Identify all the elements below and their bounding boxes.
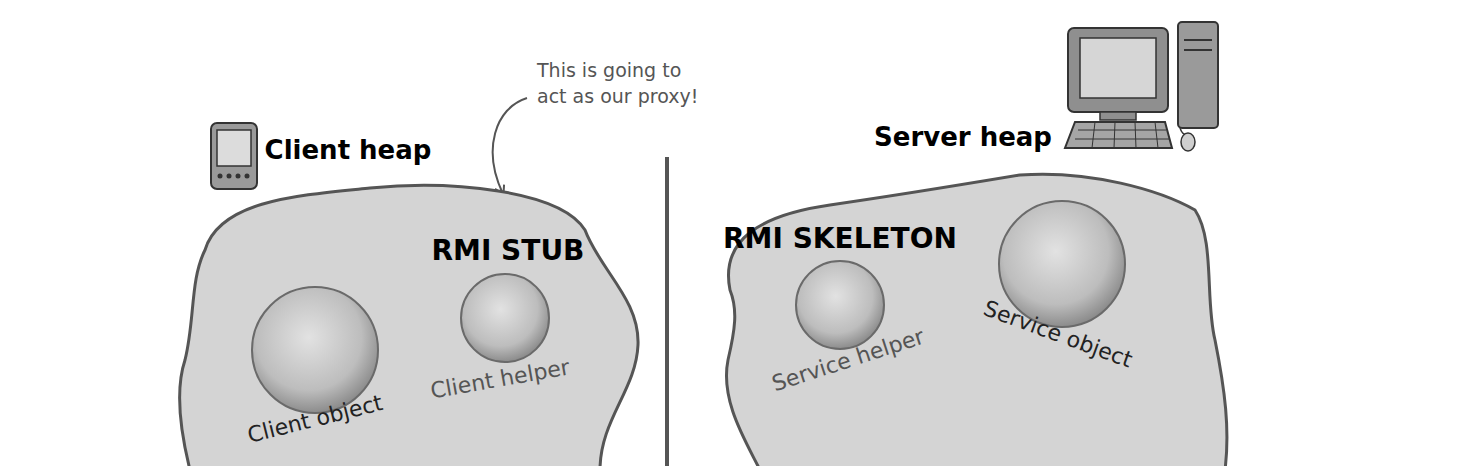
object-circle: Service object (997, 199, 1127, 329)
object-circle: Client object (250, 285, 380, 415)
helper-circle: RMI SKELETONService helper (794, 259, 886, 351)
helper-circle: RMI STUBClient helper (459, 272, 551, 364)
circle-outline (794, 259, 886, 351)
circle-outline (459, 272, 551, 364)
pda-icon (211, 123, 257, 189)
heap-title: Client heap (265, 135, 432, 165)
callout-leader (493, 98, 527, 194)
heap-region: Client heapClient object RMI STUBClient h… (175, 120, 645, 466)
heap-region: Server heapRMI SKELETONService helper Ser… (718, 110, 1228, 466)
computer-icon (1065, 22, 1218, 151)
helper-heading: RMI STUB (432, 234, 585, 267)
callout-note: This is going to act as our proxy! (537, 58, 702, 109)
divider-line (665, 157, 669, 466)
heap-title: Server heap (874, 122, 1052, 152)
helper-heading: RMI SKELETON (723, 222, 957, 255)
